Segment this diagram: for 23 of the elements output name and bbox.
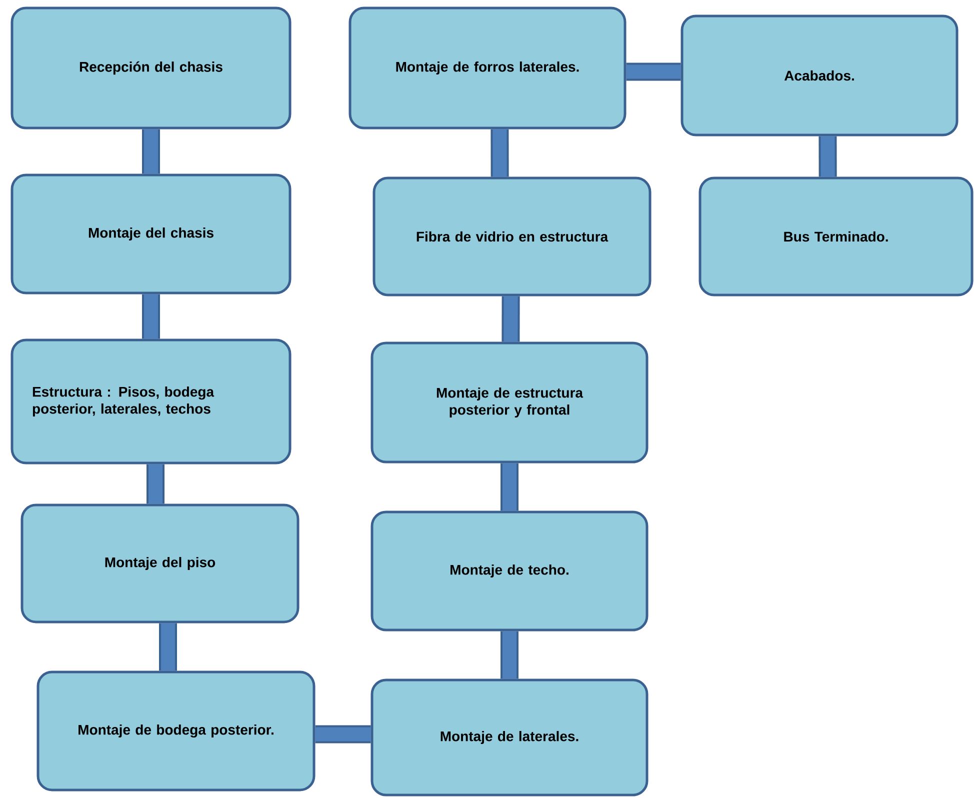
connector-bar	[315, 725, 371, 744]
process-box: Montaje de bodega posterior.	[36, 670, 316, 792]
connector-bar	[142, 129, 160, 174]
process-box: Montaje del chasis	[10, 174, 292, 294]
process-box: Estructura : Pisos, bodega posterior, laterales, techos	[10, 338, 292, 464]
process-box: Montaje de forros laterales.	[348, 6, 626, 130]
connector-bar	[159, 623, 177, 671]
process-box: Fibra de vidrio en estructura	[372, 176, 652, 296]
process-box: Bus Terminado.	[698, 176, 974, 296]
connector-bar	[500, 631, 518, 679]
process-box: Montaje de laterales.	[370, 678, 648, 796]
process-box: Montaje de estructura posterior y frontal	[370, 342, 648, 464]
connector-bar	[142, 294, 160, 339]
process-box: Montaje del piso	[20, 504, 300, 624]
connector-bar	[490, 129, 509, 177]
connector-bar	[626, 62, 681, 81]
connector-bar	[502, 296, 520, 342]
connector-bar	[818, 136, 837, 177]
process-box: Acabados.	[680, 14, 958, 136]
process-box: Recepción del chasis	[10, 6, 292, 130]
connector-bar	[146, 464, 164, 504]
connector-bar	[500, 463, 518, 511]
process-box: Montaje de techo.	[370, 510, 648, 632]
